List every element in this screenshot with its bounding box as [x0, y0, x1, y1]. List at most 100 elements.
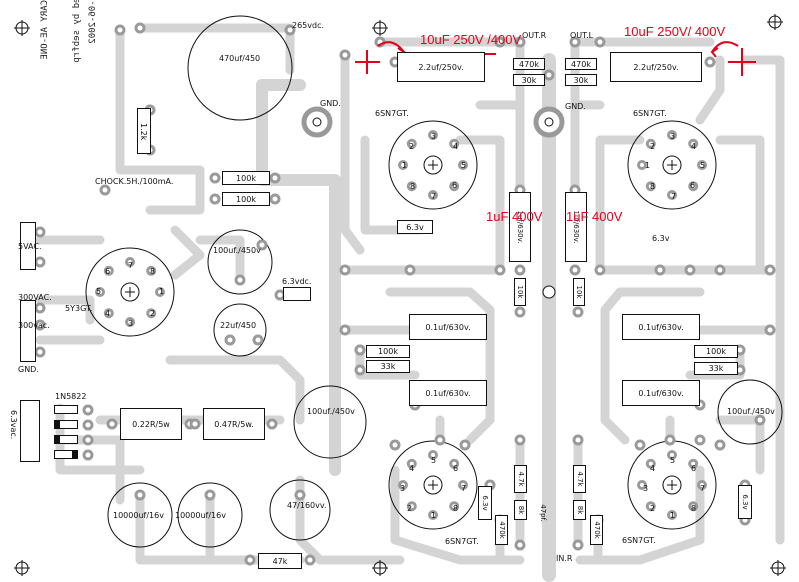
solder-pad [339, 264, 351, 276]
solder-pad [224, 334, 236, 346]
pin-8-lu: 8 [410, 182, 416, 191]
resistor-470k-bottom-left: 470k [495, 515, 508, 545]
solder-pad [82, 419, 94, 431]
solder-pad [34, 302, 46, 314]
resistor-8k-left: 8k [514, 500, 527, 520]
solder-pad [594, 264, 606, 276]
capacitor-0-1-c: 0.1uf/630v. [409, 380, 487, 406]
tube-pin-pad [449, 501, 460, 512]
pin-1-rect: 1 [159, 287, 165, 296]
diode-label: 1N5822 [55, 392, 87, 401]
tube-pin-pad [637, 480, 647, 490]
pin-8-ru: 8 [650, 182, 656, 191]
connector-6-3vac [20, 400, 40, 462]
pin-7-rl: 7 [700, 484, 706, 493]
capacitor-47pf: 47pf. [538, 500, 548, 526]
tube-pin-pad [406, 458, 417, 469]
tube-left-lower-label: 6SN7GT. [445, 537, 479, 546]
resistor-30k-r: 30k [513, 74, 545, 86]
pin-7-ll: 7 [461, 484, 467, 493]
ground-pads [301, 106, 565, 299]
tube-pin-pad [103, 265, 114, 276]
solder-pad [569, 264, 581, 276]
solder-pad [494, 264, 506, 276]
annotation-cap-mid-right: 1uF 400V [566, 209, 623, 224]
pin-5-lu: 5 [461, 161, 467, 170]
resistor-10k-left: 10k [514, 278, 526, 306]
pin-6-rl: 6 [691, 464, 697, 473]
capacitor-0-1-b: 0.1uf/630v. [622, 314, 700, 340]
resistor-6-3vdc [283, 287, 311, 301]
tube-pin-pad [688, 458, 699, 469]
tube-pin-pad [449, 181, 460, 192]
tube-pin-pad [667, 130, 677, 140]
solder-pad [514, 539, 526, 551]
solder-pad [304, 554, 316, 566]
resistor-8k-left-label: 8k [516, 505, 525, 515]
cap-470-label: 470uf/450 [219, 54, 261, 63]
in-r-label: IN.R [556, 554, 573, 563]
tube-left-upper-label: 6SN7GT. [375, 109, 409, 118]
resistor-100k-a: 100k [222, 171, 270, 185]
solder-pad [114, 24, 126, 36]
tube-pin-pad [458, 160, 468, 170]
capacitor-0-1-d: 0.1uf/630v. [622, 380, 700, 406]
v300ac-2-label: 300vac. [18, 321, 50, 330]
resistor-470k-r: 470k [513, 58, 545, 70]
choke-label: CHOCK.5H./100mA. [95, 177, 174, 186]
solder-pad [209, 172, 221, 184]
capacitor-out-right: 2.2uf/250v. [610, 52, 702, 82]
solder-pad [514, 434, 526, 446]
cap-100-450-label: 100uf./450v [213, 246, 261, 255]
tube-right-upper-label: 6SN7GT. [633, 109, 667, 118]
solder-pad [543, 69, 555, 81]
solder-pad [294, 489, 306, 501]
resistor-47k: 47k [258, 553, 302, 569]
tube-pin-pad [645, 501, 656, 512]
solder-pad [339, 324, 351, 336]
heater-box-left-upper: 6.3v [397, 220, 433, 234]
solder-pad [204, 489, 216, 501]
pin-6-rect: 6 [105, 267, 111, 276]
resistor-4-7k-right: 4.7k [573, 465, 586, 493]
v5ac-label: 5VAC. [18, 242, 42, 251]
board-title-line3: 4-06-2002 [88, 0, 98, 44]
annotation-cap-left: 10uF 250V /400V [420, 32, 522, 47]
solder-pad [252, 334, 264, 346]
resistor-470k-bottom-right: 470k [590, 515, 603, 545]
resistor-33k-left: 33k [366, 360, 410, 373]
board-title-line2: Designed by sebfrp [72, 0, 82, 63]
pin-2-rect: 2 [150, 309, 156, 318]
tube-pin-pad [428, 130, 438, 140]
pin-1-ll: 1 [431, 511, 437, 520]
out-l-label: OUT.L [570, 31, 594, 40]
resistor-470k-bottom-right-label: 470k [592, 521, 601, 539]
solder-pad [764, 264, 776, 276]
gnd-top-label: GND. [320, 99, 341, 108]
tube-pin-pad [458, 480, 468, 490]
tube-pin-pad [688, 501, 699, 512]
pin-4-rl: 4 [650, 464, 656, 473]
resistor-0-47r: 0.47R/5w. [203, 408, 265, 440]
pin-1-rl: 1 [670, 511, 676, 520]
resistor-100k-left: 100k [366, 345, 410, 358]
resistor-10k-right-label: 10k [575, 285, 583, 299]
pin-8-rect: 8 [150, 267, 156, 276]
tube-pin-pad [637, 160, 647, 170]
diode-2 [54, 420, 78, 429]
solder-pad [284, 24, 296, 36]
solder-pad [106, 418, 118, 430]
connector-300vac [20, 300, 36, 362]
resistor-8k-right: 8k [573, 500, 586, 520]
tube-pin-pad [103, 308, 114, 319]
solder-pad [82, 404, 94, 416]
pin-8-rl: 8 [691, 504, 697, 513]
solder-pad [664, 434, 676, 446]
cap-100-450-right-label: 100uf./450v [727, 407, 775, 416]
tube-pin-pad [428, 190, 438, 200]
solder-pad [389, 439, 401, 451]
solder-pad [234, 274, 246, 286]
solder-pad [704, 56, 716, 68]
tube-pin-pad [667, 510, 677, 520]
